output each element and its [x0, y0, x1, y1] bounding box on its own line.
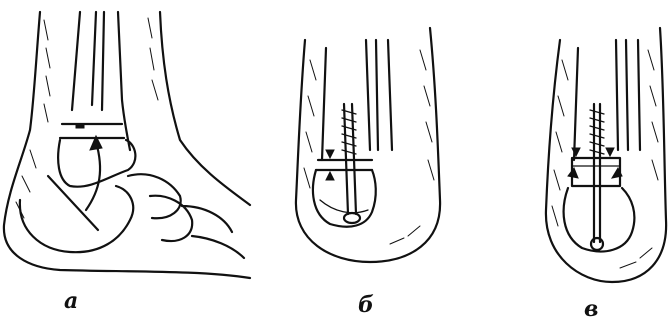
arrow-up-c-left: [568, 168, 578, 178]
plate-c: [572, 158, 620, 186]
panel-label-c: в: [584, 296, 598, 322]
screw-c: [590, 104, 604, 250]
calcaneus-a: [20, 186, 133, 252]
panel-b-drawing: [296, 28, 440, 262]
fibula-a: [92, 12, 104, 110]
arrow-up-b: [326, 172, 334, 180]
tibia-c: [574, 40, 618, 160]
arrow-down-b: [326, 150, 334, 158]
panel-c-drawing: [546, 28, 666, 282]
arrow-down-c-right: [606, 148, 614, 156]
heel-contour-a: [160, 12, 250, 205]
tibia-a: [72, 12, 130, 150]
panel-label-a: а: [64, 288, 78, 314]
fracture-gap-b: [316, 160, 372, 170]
panel-a-drawing: [4, 12, 250, 278]
fibula-c: [626, 40, 640, 150]
screw-b: [342, 104, 360, 223]
panel-label-b: б: [358, 292, 374, 318]
leg-contour-a: [4, 12, 250, 278]
fibula-b: [376, 40, 392, 150]
fracture-line-a: [60, 124, 124, 138]
reduction-arrow-a: [86, 142, 100, 210]
